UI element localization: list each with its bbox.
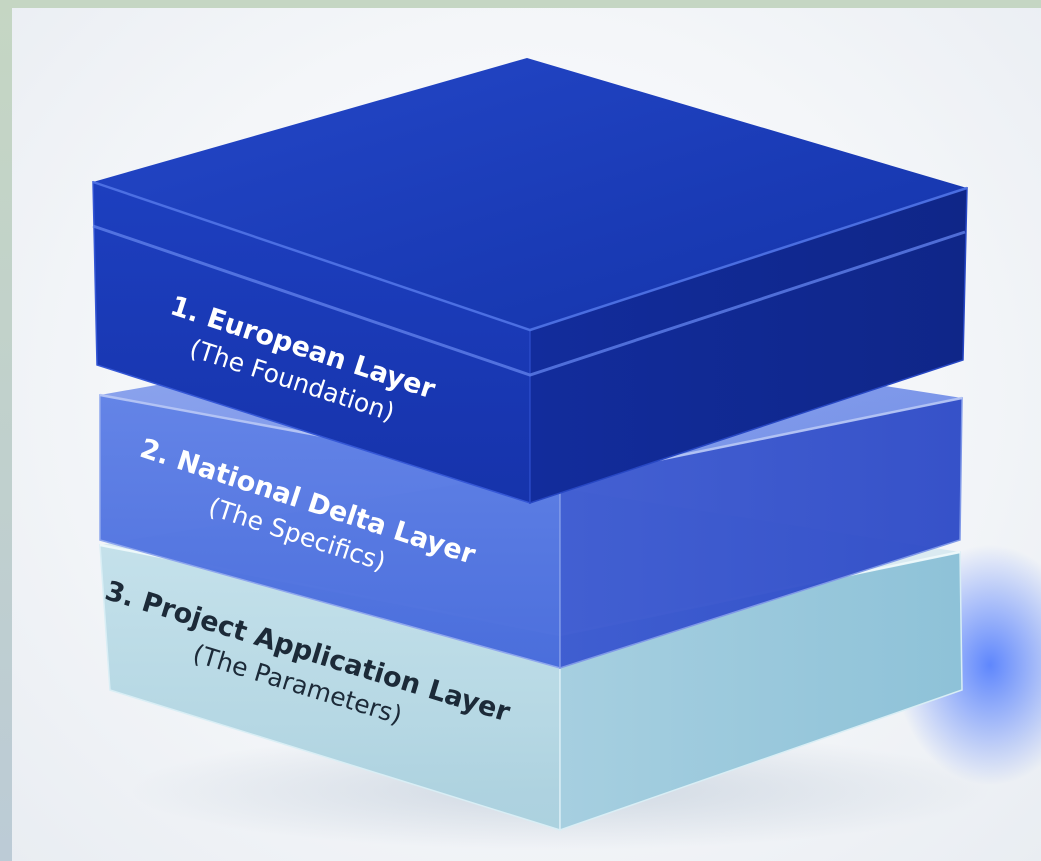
layer-1-top-edge [92, 180, 968, 332]
layer-1-slab [92, 58, 968, 505]
layer-1-glass-lip [92, 224, 966, 377]
layer-1-top-face [93, 58, 967, 330]
